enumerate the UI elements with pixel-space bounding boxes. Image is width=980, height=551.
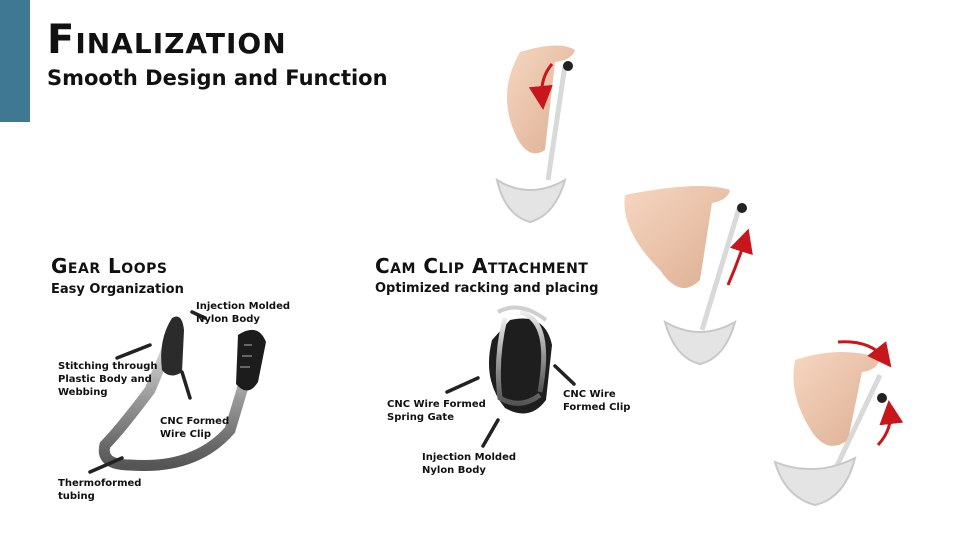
cam-clip-spring-gate-label: CNC Wire Formed Spring Gate: [387, 399, 486, 423]
cam-clip-wire-clip-label: CNC Wire Formed Clip: [563, 389, 631, 413]
accent-bar: [0, 0, 30, 122]
gear-loops-wire-clip-label: CNC Formed Wire Clip: [160, 416, 230, 440]
page-subtitle: Smooth Design and Function: [47, 66, 388, 90]
gear-loops-stitching-label: Stitching through Plastic Body and Webbi…: [58, 361, 158, 398]
cam-clip-illustration: [488, 305, 552, 414]
hand-step-2-illustration: [624, 186, 753, 366]
page-title: Finalization: [47, 17, 287, 63]
gear-loops-subtitle: Easy Organization: [51, 282, 184, 297]
cam-clip-injection-label: Injection Molded Nylon Body: [422, 452, 517, 476]
hand-step-1-illustration: [495, 45, 575, 224]
gear-loops-tubing-label: Thermoformed tubing: [58, 478, 142, 502]
gear-loop-leader-lines: [88, 310, 207, 474]
cam-clip-title: Cam Clip Attachment: [375, 254, 589, 278]
cam-clip-leader-lines: [445, 364, 576, 448]
gear-loops-title: Gear Loops: [51, 254, 168, 278]
gear-loops-injection-label: Injection Molded Nylon Body: [196, 301, 291, 325]
hand-step-3-illustration: [773, 340, 904, 507]
cam-clip-subtitle: Optimized racking and placing: [375, 281, 599, 296]
